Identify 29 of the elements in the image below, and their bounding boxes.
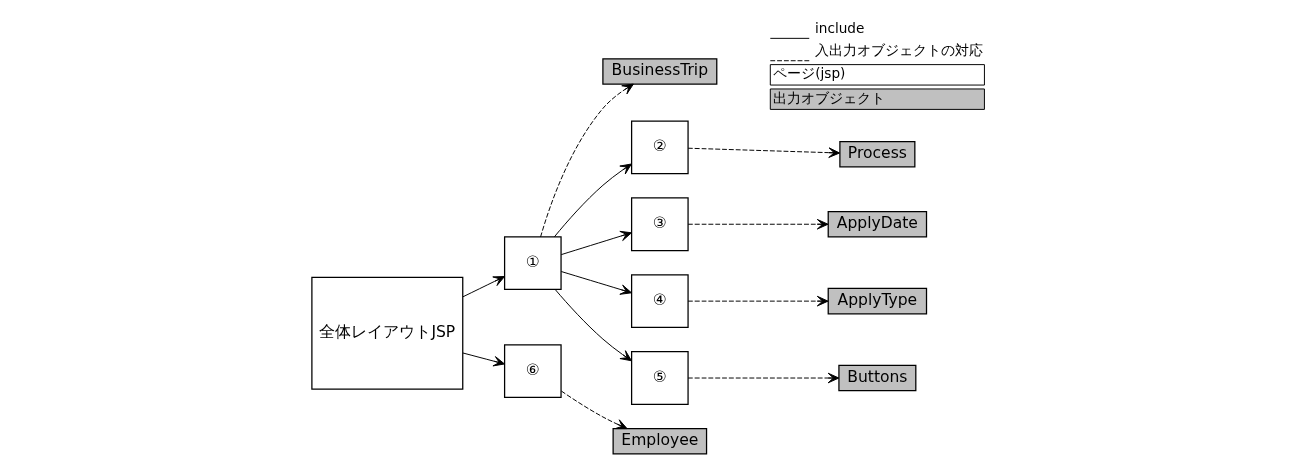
legend-label: ページ(jsp) (772, 65, 845, 82)
node-box: ③ (630, 197, 689, 252)
node-box: Buttons (837, 364, 916, 392)
legend-label: 出力オブジェクト (772, 89, 885, 106)
arrow (687, 372, 839, 384)
node-box: Employee (612, 428, 707, 455)
arrow (553, 163, 632, 238)
node-box: ① (503, 236, 562, 291)
node-box: Process (838, 140, 915, 168)
legend-label: include (814, 19, 864, 36)
node-box: ⑥ (503, 344, 562, 399)
arrow (560, 271, 632, 295)
node-box: ④ (630, 274, 689, 329)
node-box: ⑤ (630, 351, 689, 405)
arrow (560, 390, 627, 430)
arrow (687, 218, 828, 230)
node-box: BusinessTrip (601, 58, 717, 85)
arrow (687, 147, 840, 158)
arrow (462, 276, 505, 298)
node-box: ApplyDate (827, 210, 927, 238)
legend-label: 入出力オブジェクトの対応 (814, 42, 983, 59)
node-box: ApplyType (827, 287, 927, 315)
arrow (462, 352, 505, 367)
node-box: 全体レイアウトJSP (310, 276, 463, 390)
node-box: ② (630, 120, 689, 175)
arrow (539, 83, 634, 238)
arrow (687, 295, 828, 307)
arrow (554, 289, 632, 362)
arrow (560, 230, 632, 256)
